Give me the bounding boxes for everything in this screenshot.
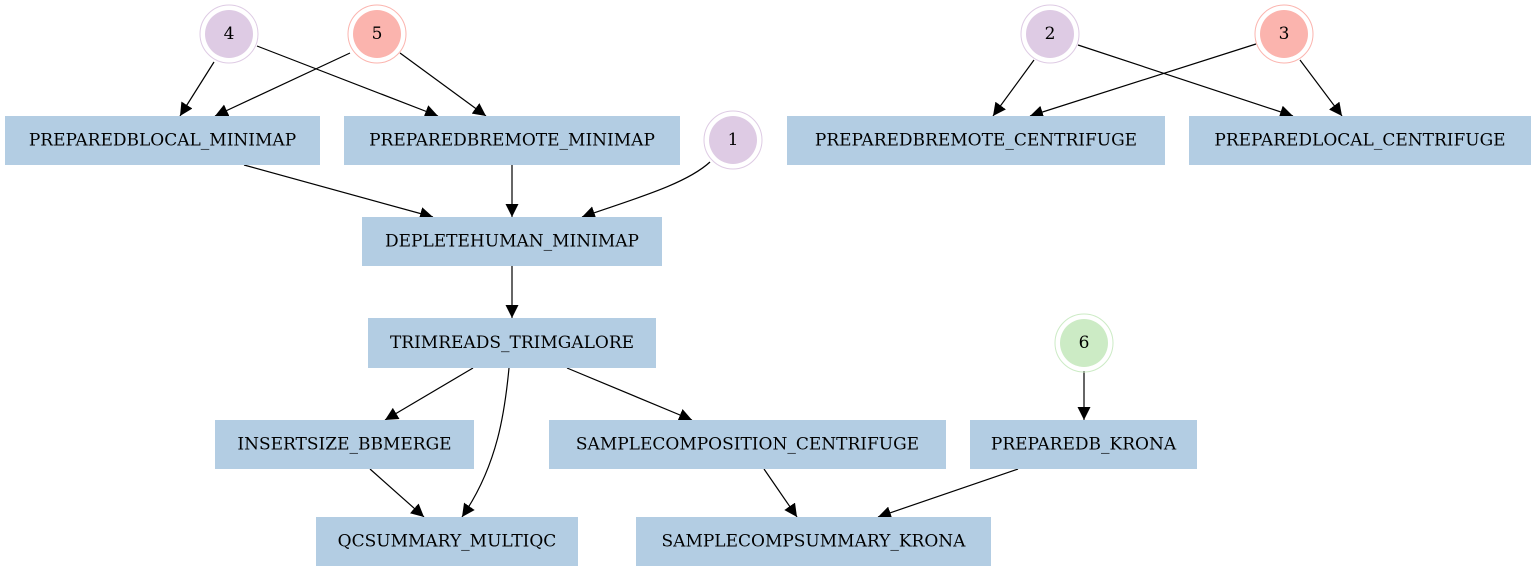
- input-node-2-label: 2: [1045, 24, 1056, 44]
- process-node-preparedb-krona-box: [970, 420, 1197, 469]
- process-node-preparedbremote-centrifuge[interactable]: PREPAREDBREMOTE_CENTRIFUGE: [787, 116, 1165, 165]
- process-node-preparedblocal-minimap-label: PREPAREDBLOCAL_MINIMAP: [29, 131, 296, 151]
- edge-2-to-preparedlocal-centrifuge: [1077, 44, 1294, 119]
- process-node-preparedlocal-centrifuge[interactable]: PREPAREDLOCAL_CENTRIFUGE: [1189, 116, 1531, 165]
- edge-3-to-preparedbremote-centrifuge: [1029, 43, 1257, 119]
- process-node-qcsummary-multiqc[interactable]: QCSUMMARY_MULTIQC: [316, 517, 578, 566]
- input-node-4[interactable]: 4: [199, 4, 259, 64]
- edge-1-to-depletehuman-minimap: [581, 161, 711, 219]
- edge-2-to-preparedbremote-centrifuge: [992, 59, 1035, 117]
- process-node-samplecomposition-centrifuge-label: SAMPLECOMPOSITION_CENTRIFUGE: [576, 435, 919, 455]
- process-node-insertsize-bbmerge[interactable]: INSERTSIZE_BBMERGE: [215, 420, 474, 469]
- process-node-samplecompsummary-krona-label: SAMPLECOMPSUMMARY_KRONA: [662, 532, 967, 552]
- process-node-preparedbremote-minimap-label: PREPAREDBREMOTE_MINIMAP: [369, 131, 655, 151]
- edge-5-to-preparedblocal-minimap: [214, 52, 351, 117]
- process-node-preparedb-krona-label: PREPAREDB_KRONA: [991, 435, 1177, 455]
- process-node-preparedbremote-centrifuge-label: PREPAREDBREMOTE_CENTRIFUGE: [815, 131, 1137, 151]
- process-node-preparedblocal-minimap-box: [5, 116, 320, 165]
- edge-3-to-preparedlocal-centrifuge: [1299, 59, 1343, 117]
- process-node-samplecomposition-centrifuge[interactable]: SAMPLECOMPOSITION_CENTRIFUGE: [549, 420, 946, 469]
- edge-preparedb-krona-to-samplecompsummary-krona: [877, 468, 1019, 519]
- input-nodes: 4 5 2 3 1 6: [199, 4, 1314, 373]
- input-node-6-circle: [1060, 319, 1108, 367]
- process-node-trimreads-trimgalore-box: [368, 318, 656, 368]
- process-node-preparedlocal-centrifuge-box: [1189, 116, 1531, 165]
- input-node-5[interactable]: 5: [347, 4, 407, 64]
- process-node-preparedblocal-minimap[interactable]: PREPAREDBLOCAL_MINIMAP: [5, 116, 320, 165]
- input-node-4-outer-ring: [199, 4, 259, 64]
- input-node-5-outer-ring: [347, 4, 407, 64]
- process-node-samplecomposition-centrifuge-box: [549, 420, 946, 469]
- input-node-6-outer-ring: [1054, 313, 1114, 373]
- input-node-3-circle: [1260, 10, 1308, 58]
- process-node-insertsize-bbmerge-box: [215, 420, 474, 469]
- input-node-2[interactable]: 2: [1020, 4, 1080, 64]
- input-node-6-label: 6: [1079, 333, 1090, 353]
- input-node-2-circle: [1026, 10, 1074, 58]
- edge-insertsize-bbmerge-to-qcsummary-multiqc: [369, 468, 425, 518]
- input-node-1-outer-ring: [703, 110, 763, 170]
- edge-4-to-preparedbremote-minimap: [256, 45, 439, 118]
- process-node-depletehuman-minimap-box: [362, 217, 662, 266]
- input-node-2-outer-ring: [1020, 4, 1080, 64]
- edges: [179, 43, 1343, 519]
- process-node-preparedb-krona[interactable]: PREPAREDB_KRONA: [970, 420, 1197, 469]
- edge-trimreads-trimgalore-to-qcsummary-multiqc: [461, 367, 510, 518]
- edge-trimreads-trimgalore-to-samplecomposition-centrifuge: [566, 367, 693, 422]
- process-node-samplecompsummary-krona-box: [636, 517, 991, 566]
- input-node-1-circle: [709, 116, 757, 164]
- process-node-samplecompsummary-krona[interactable]: SAMPLECOMPSUMMARY_KRONA: [636, 517, 991, 566]
- process-node-depletehuman-minimap-label: DEPLETEHUMAN_MINIMAP: [385, 232, 639, 252]
- process-node-trimreads-trimgalore[interactable]: TRIMREADS_TRIMGALORE: [368, 318, 656, 368]
- input-node-6[interactable]: 6: [1054, 313, 1114, 373]
- input-node-4-circle: [205, 10, 253, 58]
- edge-5-to-preparedbremote-minimap: [399, 52, 487, 117]
- input-node-4-label: 4: [224, 24, 235, 44]
- input-node-3[interactable]: 3: [1254, 4, 1314, 64]
- input-node-3-outer-ring: [1254, 4, 1314, 64]
- process-node-qcsummary-multiqc-label: QCSUMMARY_MULTIQC: [338, 532, 557, 552]
- process-node-preparedbremote-minimap-box: [344, 116, 680, 165]
- process-node-preparedbremote-minimap[interactable]: PREPAREDBREMOTE_MINIMAP: [344, 116, 680, 165]
- process-node-depletehuman-minimap[interactable]: DEPLETEHUMAN_MINIMAP: [362, 217, 662, 266]
- process-node-qcsummary-multiqc-box: [316, 517, 578, 566]
- input-node-5-circle: [353, 10, 401, 58]
- edge-trimreads-trimgalore-to-insertsize-bbmerge: [384, 367, 474, 421]
- process-node-trimreads-trimgalore-label: TRIMREADS_TRIMGALORE: [390, 333, 634, 353]
- edge-samplecomposition-centrifuge-to-samplecompsummary-krona: [763, 468, 798, 518]
- input-node-5-label: 5: [372, 24, 383, 44]
- input-node-3-label: 3: [1279, 24, 1290, 44]
- input-node-1[interactable]: 1: [703, 110, 763, 170]
- edge-preparedblocal-minimap-to-depletehuman-minimap: [243, 164, 434, 220]
- process-node-insertsize-bbmerge-label: INSERTSIZE_BBMERGE: [237, 435, 451, 455]
- process-node-preparedlocal-centrifuge-label: PREPAREDLOCAL_CENTRIFUGE: [1214, 131, 1505, 151]
- process-node-preparedbremote-centrifuge-box: [787, 116, 1165, 165]
- edge-4-to-preparedblocal-minimap: [179, 61, 215, 117]
- input-node-1-label: 1: [728, 130, 739, 150]
- process-nodes: PREPAREDBLOCAL_MINIMAP PREPAREDBREMOTE_M…: [5, 116, 1531, 566]
